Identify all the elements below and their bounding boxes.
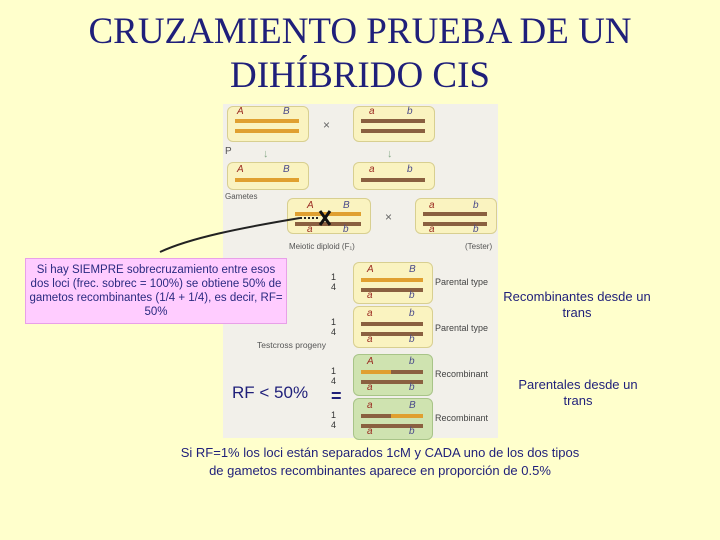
allele-a: a — [429, 200, 435, 211]
chromosome — [235, 178, 299, 182]
allele-a: a — [367, 334, 373, 345]
chromosome — [361, 178, 425, 182]
chromosome — [235, 129, 299, 133]
allele-b: b — [407, 106, 413, 117]
allele-B: B — [283, 106, 290, 117]
allele-A: A — [367, 356, 374, 367]
title-line-2: DIHÍBRIDO CIS — [229, 55, 491, 96]
allele-a: a — [429, 224, 435, 235]
chromosome — [361, 288, 423, 292]
parent-cell-AB — [227, 106, 309, 142]
chromosome — [361, 424, 423, 428]
allele-a: a — [367, 400, 373, 411]
cross-symbol: × — [323, 118, 331, 132]
allele-a: a — [307, 224, 313, 235]
chromosome — [235, 119, 299, 123]
label-tester: (Tester) — [465, 242, 493, 251]
allele-a: a — [369, 164, 375, 175]
parent-cell-ab — [353, 106, 435, 142]
allele-B: B — [409, 400, 416, 411]
allele-b: b — [343, 224, 349, 235]
allele-a: a — [367, 308, 373, 319]
allele-B: B — [283, 164, 290, 175]
allele-B: B — [343, 200, 350, 211]
allele-b: b — [409, 334, 415, 345]
allele-b: b — [473, 200, 479, 211]
cross-symbol: × — [385, 210, 393, 224]
allele-b: b — [409, 290, 415, 301]
progeny-cell-recombinant-aB — [353, 398, 433, 440]
allele-A: A — [237, 164, 244, 175]
allele-b: b — [473, 224, 479, 235]
allele-a: a — [367, 382, 373, 393]
chromosome — [361, 414, 391, 418]
arrow-down-icon: ↓ — [263, 148, 269, 160]
note-parentales: Parentales desde un trans — [518, 377, 638, 408]
label-parental-type: Parental type — [435, 277, 489, 287]
label-P: P — [225, 146, 232, 157]
chromosome — [391, 414, 423, 418]
chromosome — [361, 332, 423, 336]
tester-cell — [415, 198, 497, 234]
progeny-cell-parental-AB — [353, 262, 433, 304]
label-recombinant: Recombinant — [435, 413, 489, 423]
chromosome — [361, 119, 425, 123]
chromosome — [361, 322, 423, 326]
gamete-cell-AB — [227, 162, 309, 190]
chromosome — [423, 222, 487, 226]
allele-A: A — [307, 200, 314, 211]
arrow-down-icon: ↓ — [387, 148, 393, 160]
bottom-line-1: Si RF=1% los loci están separados 1cM y … — [180, 445, 580, 460]
bottom-text: Si RF=1% los loci están separados 1cM y … — [100, 444, 660, 480]
f1-cell — [287, 198, 371, 234]
note-recombinantes: Recombinantes desde un trans — [503, 289, 651, 320]
label-parental-type: Parental type — [435, 323, 489, 333]
rf-label: RF < 50% — [232, 383, 309, 402]
allele-b: b — [407, 164, 413, 175]
allele-b: b — [409, 356, 415, 367]
allele-b: b — [409, 308, 415, 319]
slide-title: CRUZAMIENTO PRUEBA DE UN DIHÍBRIDO CIS — [0, 10, 720, 98]
label-meiotic-diploid: Meiotic diploid (F₁) — [289, 242, 355, 251]
progeny-cell-parental-ab — [353, 306, 433, 348]
gamete-cell-ab — [353, 162, 435, 190]
equals-symbol: = — [331, 386, 342, 406]
allele-a: a — [369, 106, 375, 117]
allele-A: A — [367, 264, 374, 275]
chromosome — [361, 278, 423, 282]
chromosome — [361, 370, 391, 374]
allele-B: B — [409, 264, 416, 275]
allele-b: b — [409, 382, 415, 393]
chromosome — [391, 370, 423, 374]
chromosome — [423, 212, 487, 216]
label-recombinant: Recombinant — [435, 369, 489, 379]
chromosome — [361, 129, 425, 133]
label-testcross-progeny: Testcross progeny — [257, 340, 326, 350]
title-line-1: CRUZAMIENTO PRUEBA DE UN — [88, 11, 632, 52]
label-gametes: Gametes — [225, 192, 258, 201]
chromosome — [361, 380, 423, 384]
allele-b: b — [409, 426, 415, 437]
bottom-line-2: de gametos recombinantes aparece en prop… — [209, 463, 551, 478]
allele-a: a — [367, 290, 373, 301]
allele-A: A — [237, 106, 244, 117]
crossover-callout: Si hay SIEMPRE sobrecruzamiento entre es… — [25, 258, 287, 324]
allele-a: a — [367, 426, 373, 437]
progeny-cell-recombinant-Ab — [353, 354, 433, 396]
